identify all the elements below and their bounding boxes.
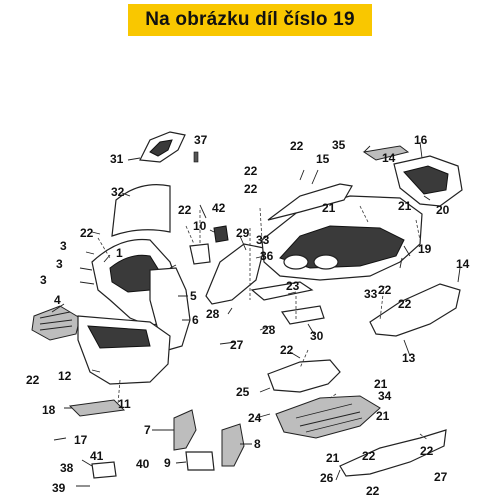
- label-11: 11: [118, 397, 131, 411]
- label-16: 16: [414, 133, 428, 147]
- part-19-hole-b: [313, 254, 339, 270]
- label-27b: 27: [434, 470, 448, 484]
- part-4-grille: [31, 305, 81, 341]
- label-1: 1: [116, 246, 123, 260]
- label-20: 20: [436, 203, 450, 217]
- label-18: 18: [42, 403, 56, 417]
- label-30: 30: [310, 329, 324, 343]
- label-7: 7: [144, 423, 151, 437]
- part-number-labels: 1 3 3 3 4 5 6 7 8 9 10 11 12 13 14 14 15…: [26, 133, 470, 498]
- label-14a: 14: [382, 151, 396, 165]
- label-14b: 14: [456, 257, 470, 271]
- label-21c: 21: [374, 377, 388, 391]
- header-banner: Na obrázku díl číslo 19: [128, 4, 372, 36]
- label-15: 15: [316, 152, 330, 166]
- label-9: 9: [164, 456, 171, 470]
- floor-ribs: [295, 403, 363, 433]
- label-41: 41: [90, 449, 104, 463]
- label-25: 25: [236, 385, 250, 399]
- part-16-inner: [403, 165, 449, 195]
- part-26-skirt: [339, 429, 447, 477]
- header-title: Na obrázku díl číslo 19: [145, 9, 355, 30]
- label-32: 32: [111, 185, 125, 199]
- label-12: 12: [58, 369, 72, 383]
- label-10: 10: [193, 219, 207, 233]
- part-1-inner: [109, 254, 161, 293]
- label-24: 24: [248, 411, 262, 425]
- label-5: 5: [190, 289, 197, 303]
- label-21b: 21: [398, 199, 412, 213]
- label-22c: 22: [244, 182, 258, 196]
- screw-37: [193, 151, 199, 163]
- label-3c: 3: [40, 273, 47, 287]
- part-23-rail: [250, 281, 314, 301]
- label-34: 34: [378, 389, 392, 403]
- label-22b: 22: [244, 164, 258, 178]
- part-15-top-cover: [267, 183, 353, 221]
- label-8: 8: [254, 437, 261, 451]
- part-9-bracket: [185, 451, 215, 471]
- label-37: 37: [194, 133, 208, 147]
- label-23: 23: [286, 279, 300, 293]
- part-38: [91, 461, 117, 479]
- label-21e: 21: [326, 451, 340, 465]
- label-13: 13: [402, 351, 416, 365]
- label-39: 39: [52, 481, 66, 495]
- part-30: [280, 305, 325, 325]
- leader-lines: [51, 141, 461, 487]
- label-22e: 22: [80, 226, 94, 240]
- label-22h: 22: [378, 283, 392, 297]
- label-3b: 3: [56, 257, 63, 271]
- assembly-dashed-lines: [97, 205, 429, 441]
- label-22k: 22: [420, 444, 434, 458]
- part-42: [213, 225, 229, 243]
- label-4: 4: [54, 293, 61, 307]
- label-27a: 27: [230, 338, 244, 352]
- label-19: 19: [418, 242, 432, 256]
- part-32-windscreen: [111, 184, 171, 237]
- part-31-inner: [149, 139, 173, 157]
- label-21d: 21: [376, 409, 390, 423]
- label-29: 29: [236, 226, 250, 240]
- part-8-plate: [221, 423, 245, 467]
- label-36: 36: [260, 249, 274, 263]
- part-13-side-cover: [369, 283, 461, 337]
- label-40: 40: [136, 457, 150, 471]
- label-38: 38: [60, 461, 74, 475]
- label-6: 6: [192, 313, 199, 327]
- part-35: [362, 145, 410, 161]
- label-31: 31: [110, 152, 124, 166]
- label-21a: 21: [322, 201, 336, 215]
- part-29-side-panel: [205, 243, 265, 305]
- label-22f: 22: [26, 373, 40, 387]
- label-22l: 22: [366, 484, 380, 498]
- part-18-bracket: [68, 399, 126, 417]
- label-35: 35: [332, 138, 346, 152]
- part-25-step-panel: [267, 359, 341, 393]
- part-7-plate: [173, 409, 197, 451]
- label-42: 42: [212, 201, 226, 215]
- label-22g: 22: [280, 343, 294, 357]
- label-3a: 3: [60, 239, 67, 253]
- label-17: 17: [74, 433, 88, 447]
- label-22j: 22: [362, 449, 376, 463]
- label-22a: 22: [290, 139, 304, 153]
- label-28b: 28: [262, 323, 276, 337]
- label-22d: 22: [178, 203, 192, 217]
- label-33b: 33: [364, 287, 378, 301]
- part-19-hole-a: [283, 254, 309, 270]
- label-26: 26: [320, 471, 334, 485]
- grille-lines: [39, 311, 73, 331]
- label-33a: 33: [256, 233, 270, 247]
- label-22i: 22: [398, 297, 412, 311]
- part-10: [189, 243, 211, 265]
- label-28a: 28: [206, 307, 220, 321]
- part-24-floor-panel: [275, 395, 381, 439]
- part-11-shadow: [87, 325, 151, 349]
